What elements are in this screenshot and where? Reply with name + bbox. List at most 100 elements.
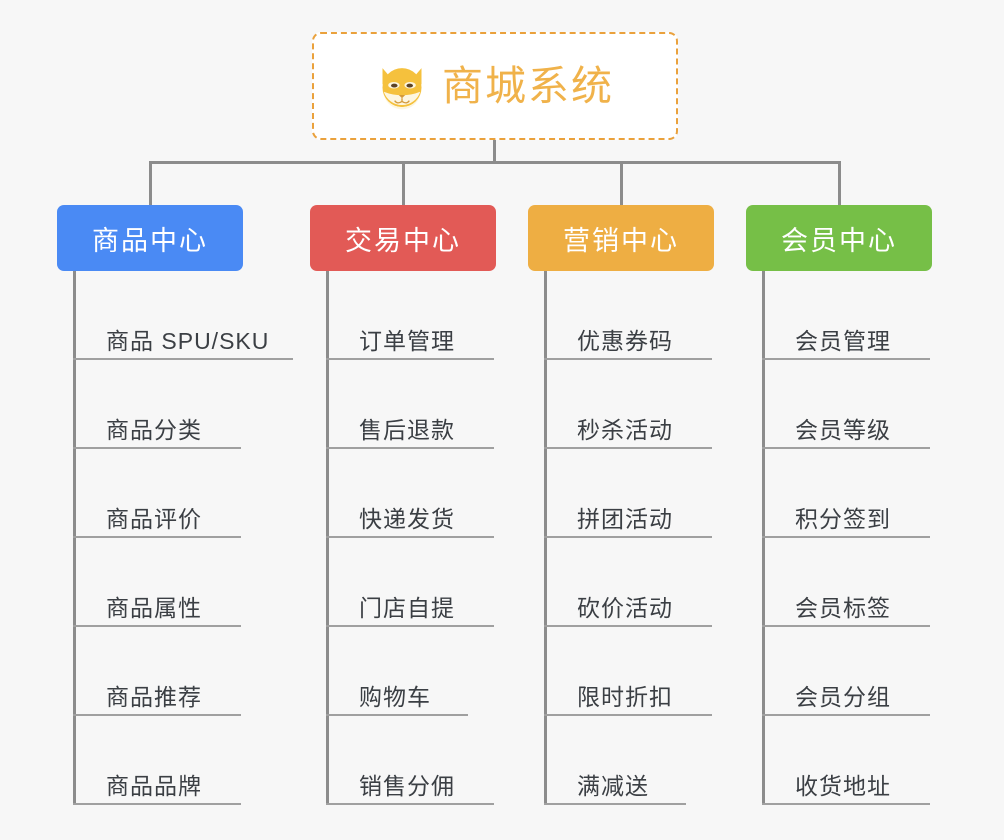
leaf-label: 购物车 xyxy=(359,683,431,710)
leaf-label: 商品推荐 xyxy=(106,683,202,710)
leaf-underline xyxy=(544,714,712,716)
leaf-label: 限时折扣 xyxy=(577,683,673,710)
list-item[interactable]: 商品分类 xyxy=(57,360,307,449)
list-item[interactable]: 优惠券码 xyxy=(528,271,778,360)
leaf-label: 销售分佣 xyxy=(359,772,455,799)
column-product-center: 商品中心 商品 SPU/SKU 商品分类 商品评价 商品属性 商品推荐 xyxy=(57,205,307,805)
leaf-label: 商品分类 xyxy=(106,416,202,443)
list-item[interactable]: 售后退款 xyxy=(310,360,560,449)
list-item[interactable]: 商品 SPU/SKU xyxy=(57,271,307,360)
leaf-label: 收货地址 xyxy=(795,772,891,799)
leaf-underline xyxy=(326,803,494,805)
column-member-center: 会员中心 会员管理 会员等级 积分签到 会员标签 会员分组 xyxy=(746,205,996,805)
leaf-list-member-center: 会员管理 会员等级 积分签到 会员标签 会员分组 收货地址 xyxy=(746,271,996,805)
leaf-label: 拼团活动 xyxy=(577,505,673,532)
list-item[interactable]: 销售分佣 xyxy=(310,716,560,805)
leaf-label: 商品 SPU/SKU xyxy=(106,327,270,354)
category-header-member-center[interactable]: 会员中心 xyxy=(746,205,932,271)
leaf-underline xyxy=(326,447,494,449)
list-item[interactable]: 商品推荐 xyxy=(57,627,307,716)
spine-trade-center xyxy=(326,271,329,805)
list-item[interactable]: 满减送 xyxy=(528,716,778,805)
list-item[interactable]: 购物车 xyxy=(310,627,560,716)
connector-drop-member-center xyxy=(838,161,841,207)
leaf-underline xyxy=(762,447,930,449)
leaf-underline xyxy=(73,447,241,449)
leaf-label: 快递发货 xyxy=(359,505,455,532)
category-header-label: 会员中心 xyxy=(781,225,897,256)
list-item[interactable]: 商品属性 xyxy=(57,538,307,627)
list-item[interactable]: 限时折扣 xyxy=(528,627,778,716)
leaf-label: 会员管理 xyxy=(795,327,891,354)
list-item[interactable]: 商品评价 xyxy=(57,449,307,538)
root-node-label: 商城系统 xyxy=(442,62,614,109)
list-item[interactable]: 收货地址 xyxy=(746,716,996,805)
category-header-label: 商品中心 xyxy=(92,225,208,256)
list-item[interactable]: 订单管理 xyxy=(310,271,560,360)
leaf-underline xyxy=(73,536,241,538)
leaf-underline xyxy=(326,536,494,538)
list-item[interactable]: 商品品牌 xyxy=(57,716,307,805)
leaf-underline xyxy=(762,625,930,627)
connector-drop-product-center xyxy=(149,161,152,207)
list-item[interactable]: 会员管理 xyxy=(746,271,996,360)
connector-root-stem xyxy=(493,140,496,163)
list-item[interactable]: 会员等级 xyxy=(746,360,996,449)
category-header-marketing-center[interactable]: 营销中心 xyxy=(528,205,714,271)
leaf-label: 会员等级 xyxy=(795,416,891,443)
leaf-list-trade-center: 订单管理 售后退款 快递发货 门店自提 购物车 销售分佣 xyxy=(310,271,560,805)
leaf-label: 商品评价 xyxy=(106,505,202,532)
connector-horizontal-bus xyxy=(149,161,841,164)
column-marketing-center: 营销中心 优惠券码 秒杀活动 拼团活动 砍价活动 限时折扣 xyxy=(528,205,778,805)
leaf-label: 会员分组 xyxy=(795,683,891,710)
leaf-underline xyxy=(73,358,293,360)
category-header-trade-center[interactable]: 交易中心 xyxy=(310,205,496,271)
leaf-underline xyxy=(762,536,930,538)
list-item[interactable]: 门店自提 xyxy=(310,538,560,627)
spine-member-center xyxy=(762,271,765,805)
leaf-underline xyxy=(544,536,712,538)
leaf-list-marketing-center: 优惠券码 秒杀活动 拼团活动 砍价活动 限时折扣 满减送 xyxy=(528,271,778,805)
leaf-underline xyxy=(326,358,494,360)
leaf-underline xyxy=(73,803,241,805)
leaf-underline xyxy=(544,447,712,449)
leaf-label: 售后退款 xyxy=(359,416,455,443)
column-trade-center: 交易中心 订单管理 售后退款 快递发货 门店自提 购物车 xyxy=(310,205,560,805)
leaf-underline xyxy=(326,714,468,716)
root-node[interactable]: 商城系统 xyxy=(312,32,678,140)
leaf-underline xyxy=(326,625,494,627)
leaf-underline xyxy=(544,358,712,360)
category-header-product-center[interactable]: 商品中心 xyxy=(57,205,243,271)
category-header-label: 营销中心 xyxy=(563,225,679,256)
leaf-underline xyxy=(544,803,686,805)
list-item[interactable]: 会员分组 xyxy=(746,627,996,716)
leaf-label: 优惠券码 xyxy=(577,327,673,354)
list-item[interactable]: 会员标签 xyxy=(746,538,996,627)
leaf-underline xyxy=(762,358,930,360)
leaf-label: 门店自提 xyxy=(359,594,455,621)
list-item[interactable]: 积分签到 xyxy=(746,449,996,538)
leaf-label: 商品品牌 xyxy=(106,772,202,799)
leaf-list-product-center: 商品 SPU/SKU 商品分类 商品评价 商品属性 商品推荐 商品品牌 xyxy=(57,271,307,805)
leaf-label: 满减送 xyxy=(577,772,649,799)
leaf-underline xyxy=(73,714,241,716)
leaf-label: 订单管理 xyxy=(359,327,455,354)
leaf-underline xyxy=(544,625,712,627)
connector-drop-trade-center xyxy=(402,161,405,207)
leaf-label: 砍价活动 xyxy=(577,594,673,621)
spine-product-center xyxy=(73,271,76,805)
leaf-underline xyxy=(762,714,930,716)
list-item[interactable]: 秒杀活动 xyxy=(528,360,778,449)
category-header-label: 交易中心 xyxy=(345,225,461,256)
connector-drop-marketing-center xyxy=(620,161,623,207)
list-item[interactable]: 砍价活动 xyxy=(528,538,778,627)
leaf-underline xyxy=(762,803,930,805)
leaf-label: 积分签到 xyxy=(795,505,891,532)
leaf-label: 秒杀活动 xyxy=(577,416,673,443)
dog-face-icon xyxy=(382,68,422,110)
list-item[interactable]: 拼团活动 xyxy=(528,449,778,538)
list-item[interactable]: 快递发货 xyxy=(310,449,560,538)
leaf-label: 商品属性 xyxy=(106,594,202,621)
spine-marketing-center xyxy=(544,271,547,805)
